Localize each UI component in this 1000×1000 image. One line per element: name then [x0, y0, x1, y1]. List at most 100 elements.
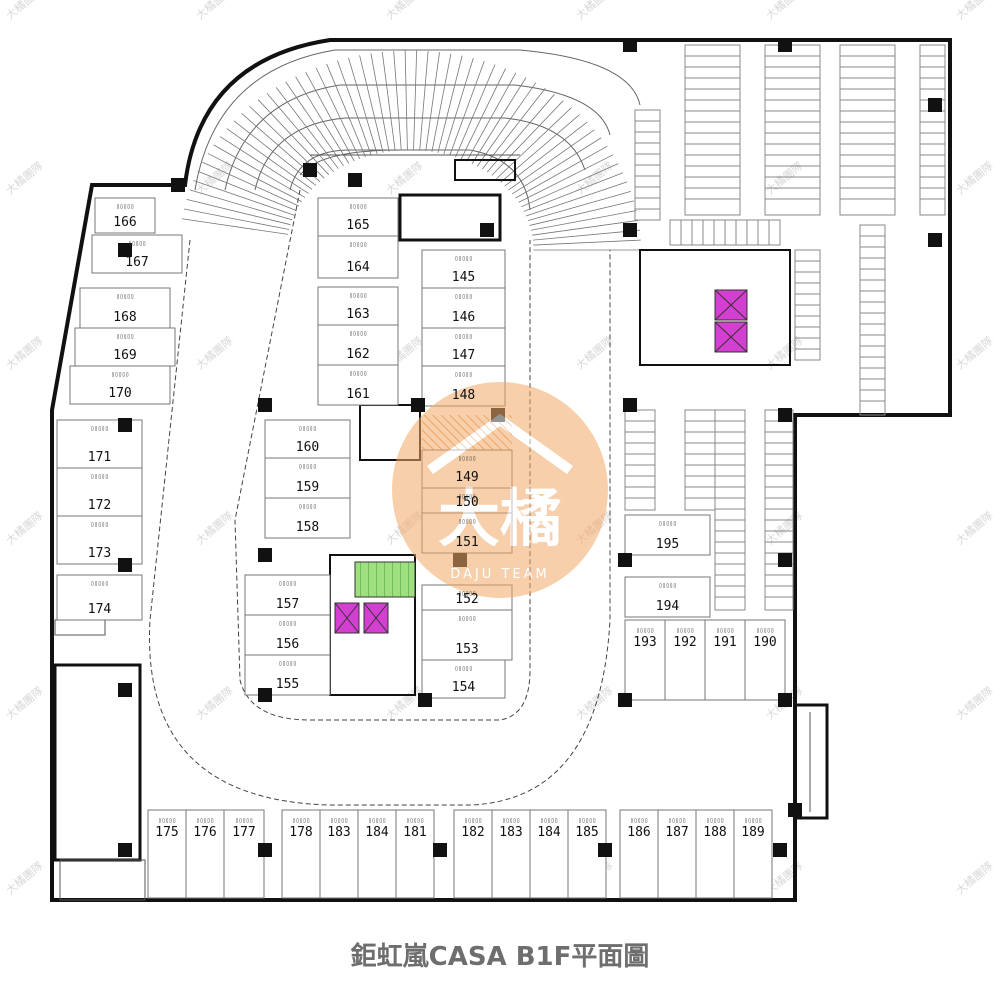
parking-stall-159 [264, 457, 351, 499]
column [433, 843, 447, 857]
stall-tag: ▯▯▯▯▯ [454, 371, 472, 378]
stall-tag: ▯▯▯▯▯ [458, 590, 476, 597]
space-number-188: 188 [703, 825, 726, 840]
stall-tag: ▯▯▯▯▯ [158, 817, 176, 824]
ramp-tread [523, 172, 624, 212]
parking-stall-174 [56, 574, 143, 621]
space-number-184b: 184 [537, 825, 561, 840]
space-number-166: 166 [113, 215, 136, 230]
parking-stall-145 [421, 249, 506, 289]
parking-bay [859, 224, 886, 416]
stall-tag: ▯▯▯▯▯ [368, 817, 386, 824]
watermark-text: 大橘團隊 [953, 333, 996, 372]
stall-tag: ▯▯▯▯▯ [458, 493, 476, 500]
parking-stall-193 [624, 619, 666, 701]
stall-tag: ▯▯▯▯▯ [196, 817, 214, 824]
ramp-tread [471, 77, 527, 164]
ramp-tread [525, 181, 628, 217]
stall-tag: ▯▯▯▯▯ [454, 255, 472, 262]
parking-stall-192 [664, 619, 706, 701]
column [303, 163, 317, 177]
ramp-tread [455, 64, 496, 158]
space-number-163: 163 [346, 307, 369, 322]
ramp-tread [425, 52, 440, 152]
parking-stall-182 [453, 809, 493, 899]
stall-tag: ▯▯▯▯▯ [406, 817, 424, 824]
ramp-tread [348, 57, 378, 154]
ramp-tread [460, 68, 506, 160]
column [598, 843, 612, 857]
logo-brand: DAJU TEAM [450, 567, 549, 582]
column [258, 843, 272, 857]
watermark-text: 大橘團隊 [193, 683, 236, 722]
column [480, 223, 494, 237]
ramp-tread [337, 60, 372, 156]
watermark-text: 大橘團隊 [953, 683, 996, 722]
watermark-text: 大橘團隊 [953, 0, 996, 22]
parking-stall-176 [185, 809, 225, 899]
space-number-185: 185 [575, 825, 598, 840]
column [618, 553, 632, 567]
watermark-text: 大橘團隊 [953, 858, 996, 897]
ne-parking-stripes [624, 44, 946, 611]
stall-tag: ▯▯▯▯▯ [578, 817, 596, 824]
parking-stall-191 [704, 619, 746, 701]
space-number-165: 165 [346, 218, 369, 233]
ramp-tread [533, 239, 641, 246]
space-number-170: 170 [108, 386, 131, 401]
watermark-text: 大橘團隊 [193, 0, 236, 22]
stall-tag: ▯▯▯▯▯ [658, 582, 676, 589]
stall-tag: ▯▯▯▯▯ [278, 660, 296, 667]
column [411, 398, 425, 412]
ramp-tread [508, 129, 595, 191]
parking-stall-184a [357, 809, 397, 899]
parking-stall-190 [744, 619, 786, 701]
stall-tag: ▯▯▯▯▯ [464, 817, 482, 824]
ramp-tread [183, 208, 290, 230]
column [118, 418, 132, 432]
ramp-tread [404, 50, 408, 151]
plan-caption: 鉅虹嵐CASA B1F平面圖 [351, 941, 650, 972]
parking-stall-186 [619, 809, 659, 899]
ramp-tread [285, 81, 344, 167]
stall-tag: ▯▯▯▯▯ [116, 293, 134, 300]
parking-stall-167 [91, 234, 183, 274]
ramp-tread [189, 189, 293, 221]
watermark-text: 大橘團隊 [3, 333, 46, 372]
stall-tag: ▯▯▯▯▯ [502, 817, 520, 824]
stall-tag: ▯▯▯▯▯ [349, 370, 367, 377]
ramp-tread [504, 121, 588, 187]
stall-tag: ▯▯▯▯▯ [278, 620, 296, 627]
space-number-192: 192 [673, 635, 696, 650]
space-number-171: 171 [88, 450, 111, 465]
parking-bay [684, 44, 741, 216]
ramp-tread [257, 99, 330, 176]
ramp-tread [315, 67, 361, 160]
ramp-tread [518, 154, 614, 203]
column [928, 98, 942, 112]
watermark-text: 大橘團隊 [3, 508, 46, 547]
parking-stall-189 [733, 809, 773, 899]
parking-bay [624, 409, 656, 511]
space-number-153: 153 [455, 642, 478, 657]
space-number-178: 178 [289, 825, 312, 840]
core-structure [310, 154, 520, 696]
space-number-177: 177 [232, 825, 255, 840]
ramp-tread [466, 72, 517, 162]
parking-stall-166 [94, 197, 156, 234]
space-number-191: 191 [713, 635, 736, 650]
column [928, 233, 942, 247]
space-number-190: 190 [753, 635, 776, 650]
outer-walls [50, 38, 952, 902]
stall-tag: ▯▯▯▯▯ [235, 817, 253, 824]
watermark-text: 大橘團隊 [383, 158, 426, 197]
parking-bay [764, 409, 794, 611]
spiral-ramp [194, 49, 641, 211]
ramp-tread [431, 53, 452, 152]
space-number-160: 160 [296, 440, 319, 455]
ramp-tread [359, 55, 384, 153]
watermark-text: 大橘團隊 [763, 508, 806, 547]
ramp-treads [181, 50, 641, 251]
ramp-tread [202, 161, 300, 207]
space-number-182: 182 [461, 825, 484, 840]
